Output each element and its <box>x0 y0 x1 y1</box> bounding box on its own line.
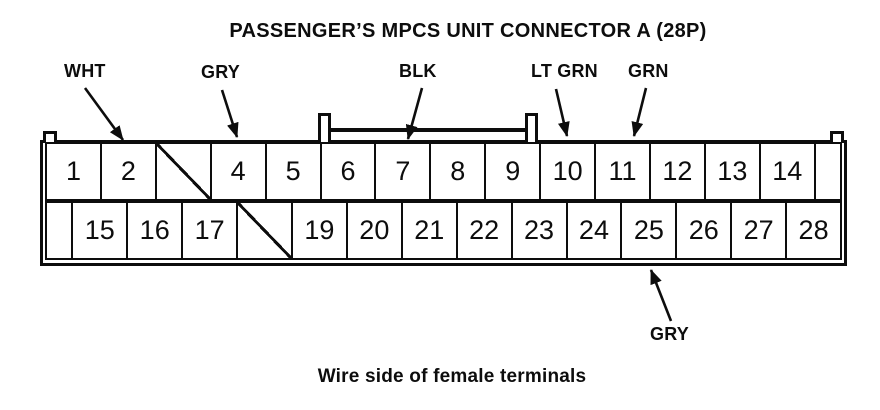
terminal-cell-26: 26 <box>675 201 732 260</box>
terminal-cell-17: 17 <box>181 201 238 260</box>
terminal-cell-blocked <box>155 142 212 201</box>
terminal-cell-9: 9 <box>484 142 541 201</box>
terminal-cell-2: 2 <box>100 142 157 201</box>
wire-label-grn-terminal-11: GRN <box>628 61 669 82</box>
wire-label-blk-terminal-7: BLK <box>399 61 437 82</box>
wire-label-gry-terminal-25: GRY <box>650 324 689 345</box>
terminal-cell-blocked <box>236 201 293 260</box>
connector-body: 124567891011121314 151617192021222324252… <box>40 140 847 266</box>
terminal-cell-21: 21 <box>401 201 458 260</box>
terminal-cell-15: 15 <box>71 201 128 260</box>
terminal-cell-24: 24 <box>566 201 623 260</box>
diagram-caption: Wire side of female terminals <box>0 366 880 388</box>
arrow-to-terminal-4 <box>222 90 237 137</box>
terminal-cell-16: 16 <box>126 201 183 260</box>
terminal-row-bottom: 151617 19202122232425262728 <box>45 201 842 260</box>
end-filler-cell <box>45 201 73 260</box>
terminal-cell-6: 6 <box>320 142 377 201</box>
terminal-cell-19: 19 <box>291 201 348 260</box>
terminal-cell-14: 14 <box>759 142 816 201</box>
terminal-cell-25: 25 <box>620 201 677 260</box>
terminal-cell-20: 20 <box>346 201 403 260</box>
wire-label-wht-terminal-2: WHT <box>64 61 106 82</box>
diagram-title: PASSENGER’S MPCS UNIT CONNECTOR A (28P) <box>0 20 880 43</box>
terminal-cell-12: 12 <box>649 142 706 201</box>
lock-bar <box>330 128 526 132</box>
wire-label-gry-terminal-4: GRY <box>201 62 240 83</box>
terminal-grid: 124567891011121314 151617192021222324252… <box>45 142 842 260</box>
terminal-row-top: 124567891011121314 <box>45 142 842 201</box>
terminal-cell-11: 11 <box>594 142 651 201</box>
terminal-cell-7: 7 <box>374 142 431 201</box>
arrow-to-terminal-25 <box>651 270 671 321</box>
terminal-cell-1: 1 <box>45 142 102 201</box>
wire-label-lt-grn-terminal-10: LT GRN <box>531 61 598 82</box>
terminal-cell-22: 22 <box>456 201 513 260</box>
terminal-cell-13: 13 <box>704 142 761 201</box>
terminal-cell-5: 5 <box>265 142 322 201</box>
arrow-to-terminal-2 <box>85 88 123 140</box>
end-filler-cell <box>814 142 842 201</box>
terminal-cell-23: 23 <box>511 201 568 260</box>
arrow-to-terminal-11 <box>634 88 646 136</box>
terminal-cell-28: 28 <box>785 201 842 260</box>
arrow-to-terminal-10 <box>556 89 567 136</box>
terminal-cell-4: 4 <box>210 142 267 201</box>
terminal-cell-27: 27 <box>730 201 787 260</box>
terminal-cell-10: 10 <box>539 142 596 201</box>
terminal-cell-8: 8 <box>429 142 486 201</box>
